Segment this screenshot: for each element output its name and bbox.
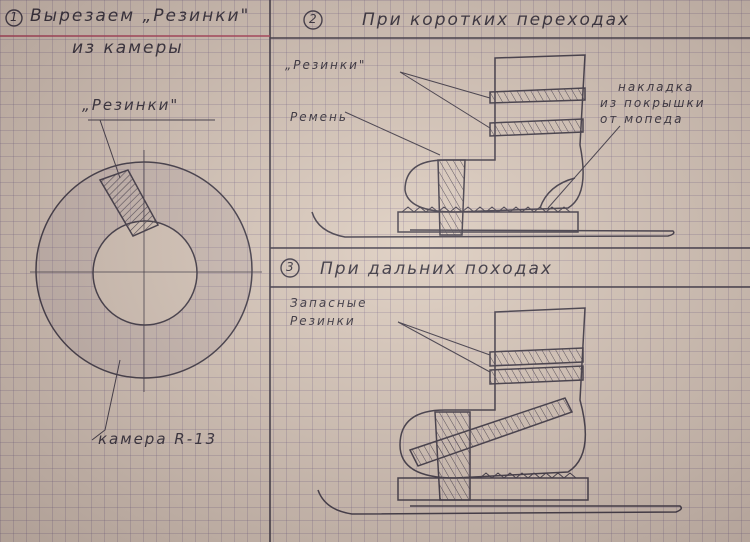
- rubbers-leader-lines-short: [399, 71, 491, 129]
- panel-number-circles: [5, 9, 323, 278]
- pad-short: [539, 177, 576, 209]
- boot-drawing-short: [311, 54, 675, 238]
- panel1-title-line1: Вырезаем „Резинки": [30, 6, 251, 26]
- boot-shaft-long: [399, 307, 587, 479]
- ski-long: [317, 489, 683, 515]
- tube-drawing: [30, 119, 262, 441]
- ski-short: [311, 211, 675, 238]
- strap-short: [437, 159, 466, 236]
- sole-tread-long: [479, 472, 577, 479]
- panel2-pad-label-line3: от мопеда: [600, 112, 684, 126]
- panel2-pad-label-line1: накладка: [618, 80, 695, 94]
- pad-leader-line: [547, 125, 621, 209]
- panel1-number: 1: [10, 10, 20, 24]
- frame-lines: [269, 0, 750, 542]
- panel2-title: При коротких переходах: [362, 10, 631, 30]
- panel3-number-circle: [280, 258, 300, 278]
- rubber-band-short-2: [489, 118, 584, 137]
- boot-drawing-long: [317, 307, 683, 515]
- binding-base-short: [397, 211, 579, 233]
- panel2-number-circle: [303, 10, 323, 30]
- spare-rubber-band-1: [489, 347, 584, 367]
- rubber-band-short-1: [489, 87, 586, 104]
- spare-leader-lines: [397, 321, 491, 373]
- panel1-camera-label: камера R-13: [98, 430, 218, 448]
- panel2-rubbers-label: „Резинки": [285, 58, 367, 72]
- camera-leader-line: [91, 359, 121, 441]
- panel3-spare-label-line1: Запасные: [290, 296, 368, 310]
- panel3-title: При дальних походах: [320, 259, 553, 279]
- panel1-title-line2: из камеры: [72, 38, 184, 58]
- panel2-pad-label-line2: из покрышки: [600, 96, 706, 110]
- panel2-number: 2: [309, 12, 319, 26]
- tube-inner-circle: [92, 220, 198, 326]
- panel3-spare-label-line2: Резинки: [290, 314, 356, 328]
- boot-shaft-short: [404, 54, 586, 213]
- binding-base-long: [397, 477, 589, 501]
- panel2-strap-label: Ремень: [290, 110, 348, 124]
- strap-leader-line: [344, 111, 441, 156]
- spare-rubber-band-2: [489, 365, 584, 385]
- panel1-number-circle: [5, 9, 23, 27]
- panel3-number: 3: [286, 260, 296, 274]
- diagonal-rubber-band: [408, 397, 574, 467]
- panel1-rubbers-label: „Резинки": [82, 96, 180, 114]
